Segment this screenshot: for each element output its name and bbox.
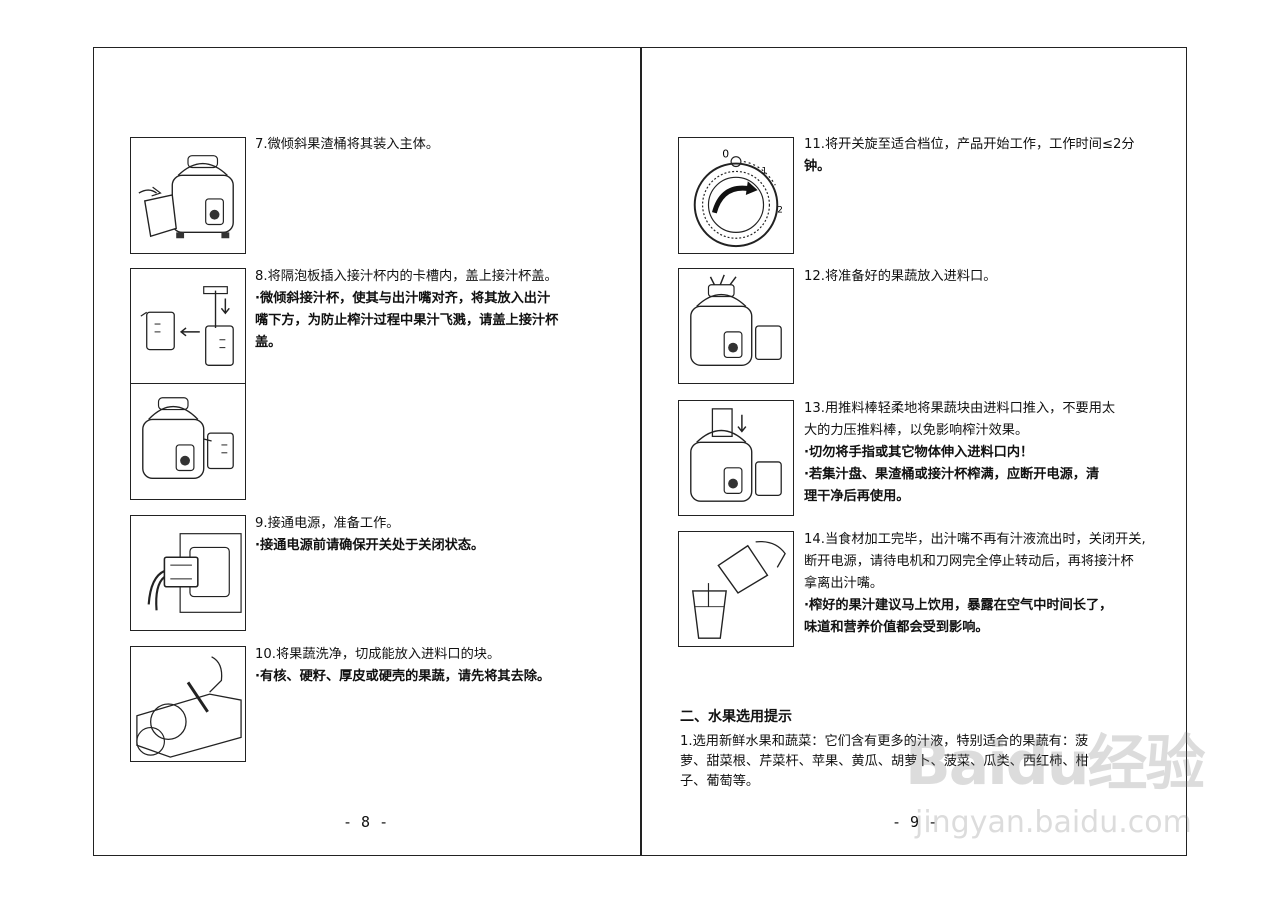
step-7-text: 7.微倾斜果渣桶将其装入主体。 xyxy=(255,134,439,156)
page-number-left: - 8 - xyxy=(343,813,389,831)
step-10-line-2: ·有核、硬籽、厚皮或硬壳的果蔬，请先将其去除。 xyxy=(255,669,551,684)
step-8-text: 8.将隔泡板插入接汁杯内的卡槽内，盖上接汁杯盖。 ·微倾斜接汁杯，使其与出汁嘴对… xyxy=(255,266,558,354)
section-line-1: 1.选用新鲜水果和蔬菜：它们含有更多的汁液，特别适合的果蔬有：菠 xyxy=(680,734,1089,749)
step-14-line-4: ·榨好的果汁建议马上饮用，暴露在空气中时间长了， xyxy=(804,598,1113,613)
watermark-url: jingyan.baidu.com xyxy=(915,805,1192,840)
step-9-line-2: ·接通电源前请确保开关处于关闭状态。 xyxy=(255,538,485,553)
step-14-line-2: 断开电源，请待电机和刀网完全停止转动后，再将接汁杯 xyxy=(804,554,1134,569)
step-11-text: 11.将开关旋至适合档位，产品开始工作，工作时间≤2分 钟。 xyxy=(804,134,1135,178)
step-10-line-1: 10.将果蔬洗净，切成能放入进料口的块。 xyxy=(255,647,501,662)
step-13-line-2: 大的力压推料棒，以免影响榨汁效果。 xyxy=(804,423,1029,438)
illustration-step-7 xyxy=(130,137,246,254)
dial-label-0: 0 xyxy=(722,148,729,161)
step-9-line-1: 9.接通电源，准备工作。 xyxy=(255,516,400,531)
step-11-line-2: 钟。 xyxy=(804,159,831,174)
step-14-line-5: 味道和营养价值都会受到影响。 xyxy=(804,620,989,635)
illustration-step-14 xyxy=(678,531,794,647)
step-8-line-1: 8.将隔泡板插入接汁杯内的卡槽内，盖上接汁杯盖。 xyxy=(255,269,558,284)
illustration-step-11: 0 1 2 xyxy=(678,137,794,254)
step-13-line-5: 理干净后再使用。 xyxy=(804,489,910,504)
section-title-fruit-tips: 二、水果选用提示 xyxy=(680,709,792,725)
illustration-step-8b xyxy=(130,383,246,500)
illustration-step-13 xyxy=(678,400,794,516)
baidu-watermark: Baidu经验 jingyan.baidu.com xyxy=(905,715,1205,865)
step-12-line-1: 12.将准备好的果蔬放入进料口。 xyxy=(804,269,997,284)
watermark-logo: Baidu经验 xyxy=(905,729,1205,799)
step-13-line-3: ·切勿将手指或其它物体伸入进料口内！ xyxy=(804,445,1034,460)
illustration-step-8a xyxy=(130,268,246,384)
step-14-text: 14.当食材加工完毕，出汁嘴不再有汁液流出时，关闭开关, 断开电源，请待电机和刀… xyxy=(804,529,1146,639)
section-line-2: 萝、甜菜根、芹菜杆、苹果、黄瓜、胡萝卜、菠菜、瓜类、西红柿、柑 xyxy=(680,754,1089,769)
illustration-step-9 xyxy=(130,515,246,631)
dial-label-1: 1 xyxy=(762,166,768,176)
page-divider xyxy=(640,47,642,856)
illustration-step-12 xyxy=(678,268,794,384)
step-11-line-1: 11.将开关旋至适合档位，产品开始工作，工作时间≤2分 xyxy=(804,137,1135,152)
section-line-3: 子、葡萄等。 xyxy=(680,774,760,789)
step-13-line-4: ·若集汁盘、果渣桶或接汁杯榨满，应断开电源，清 xyxy=(804,467,1100,482)
step-13-text: 13.用推料棒轻柔地将果蔬块由进料口推入，不要用太 大的力压推料棒，以免影响榨汁… xyxy=(804,398,1115,508)
dial-label-2: 2 xyxy=(777,206,783,216)
step-14-line-1: 14.当食材加工完毕，出汁嘴不再有汁液流出时，关闭开关, xyxy=(804,532,1146,547)
step-9-text: 9.接通电源，准备工作。 ·接通电源前请确保开关处于关闭状态。 xyxy=(255,513,484,557)
step-8-line-3: 嘴下方，为防止榨汁过程中果汁飞溅，请盖上接汁杯 xyxy=(255,313,559,328)
step-7-line-1: 7.微倾斜果渣桶将其装入主体。 xyxy=(255,137,440,152)
section-body-fruit-tips: 1.选用新鲜水果和蔬菜：它们含有更多的汁液，特别适合的果蔬有：菠 萝、甜菜根、芹… xyxy=(680,732,1150,792)
illustration-step-10 xyxy=(130,646,246,762)
step-8-line-2: ·微倾斜接汁杯，使其与出汁嘴对齐，将其放入出汁 xyxy=(255,291,551,306)
step-10-text: 10.将果蔬洗净，切成能放入进料口的块。 ·有核、硬籽、厚皮或硬壳的果蔬，请先将… xyxy=(255,644,550,688)
step-12-text: 12.将准备好的果蔬放入进料口。 xyxy=(804,266,996,288)
step-14-line-3: 拿离出汁嘴。 xyxy=(804,576,884,591)
step-13-line-1: 13.用推料棒轻柔地将果蔬块由进料口推入，不要用太 xyxy=(804,401,1116,416)
step-8-line-4: 盖。 xyxy=(255,335,282,350)
page-number-right: - 9 - xyxy=(892,813,938,831)
